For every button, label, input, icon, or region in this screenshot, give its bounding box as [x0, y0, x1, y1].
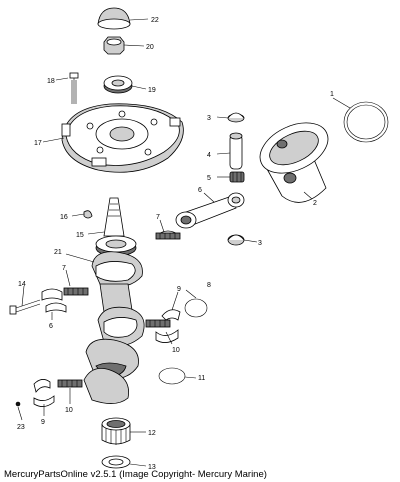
- leader-lines: [17, 18, 351, 467]
- callout-21: 21: [54, 249, 62, 256]
- part-3-bottom-cap[interactable]: [227, 234, 245, 246]
- part-7-bearing-cage-upper[interactable]: [155, 230, 181, 240]
- callout-12: 12: [148, 430, 156, 437]
- callout-1: 1: [330, 91, 334, 98]
- callout-3-top: 3: [207, 115, 211, 122]
- part-10-bearing-middle[interactable]: [145, 319, 179, 343]
- part-16-key[interactable]: [83, 210, 93, 219]
- callout-10-middle: 10: [172, 347, 180, 354]
- part-21-crankshaft[interactable]: [83, 197, 145, 404]
- callout-11: 11: [198, 375, 205, 382]
- part-5-needle-bearing[interactable]: [229, 171, 245, 183]
- callout-19: 19: [148, 87, 156, 94]
- callout-labels: 22 20 19 18 17 3 4 5 1 2 6 3 16 7 15 21 …: [17, 17, 334, 471]
- image-caption: MercuryPartsOnline v2.5.1 (Image Copyrig…: [4, 469, 267, 480]
- part-20-nut[interactable]: [103, 36, 125, 55]
- callout-10-lower: 10: [65, 407, 73, 414]
- part-23-pin[interactable]: [15, 401, 21, 407]
- part-6-retainer[interactable]: [41, 288, 67, 313]
- part-19-bearing[interactable]: [103, 75, 133, 94]
- callout-4: 4: [207, 152, 211, 159]
- callout-9-middle: 9: [177, 286, 181, 293]
- callout-18: 18: [47, 78, 55, 85]
- callout-6-retainer: 6: [49, 323, 53, 330]
- part-1-piston-ring[interactable]: [343, 101, 389, 143]
- callout-8: 8: [207, 282, 211, 289]
- callout-3-bottom: 3: [258, 240, 262, 247]
- part-10-bearing-lower[interactable]: [57, 379, 83, 388]
- callout-13: 13: [148, 464, 156, 471]
- part-13-washer[interactable]: [101, 455, 131, 469]
- callout-7-upper: 7: [156, 214, 160, 221]
- part-4-piston-pin[interactable]: [229, 132, 243, 170]
- callout-22: 22: [151, 17, 159, 24]
- part-11-ring[interactable]: [158, 367, 186, 385]
- part-18-bolt[interactable]: [69, 72, 79, 104]
- part-7-bearing-cage-lower[interactable]: [63, 287, 89, 296]
- callout-5: 5: [207, 175, 211, 182]
- part-9-retainer-lower[interactable]: [33, 379, 55, 407]
- callout-17: 17: [34, 140, 42, 147]
- part-6-connecting-rod[interactable]: [175, 192, 245, 229]
- callout-14: 14: [18, 281, 26, 288]
- part-17-plate[interactable]: [61, 103, 184, 173]
- part-12-roller-bearing[interactable]: [101, 417, 131, 445]
- part-14-screw[interactable]: [9, 299, 41, 315]
- part-2-piston[interactable]: [252, 113, 336, 203]
- callout-20: 20: [146, 44, 154, 51]
- callout-6-rod: 6: [198, 187, 202, 194]
- callout-15: 15: [76, 232, 84, 239]
- callout-9-lower: 9: [41, 419, 45, 426]
- callout-7-lower: 7: [62, 265, 66, 272]
- callout-23: 23: [17, 424, 25, 431]
- part-9-retainer-middle[interactable]: [161, 309, 181, 321]
- callout-16: 16: [60, 214, 68, 221]
- part-8-ring[interactable]: [184, 298, 208, 318]
- callout-2: 2: [313, 200, 317, 207]
- part-3-top-cap[interactable]: [227, 112, 245, 123]
- part-22-cap[interactable]: [97, 7, 131, 30]
